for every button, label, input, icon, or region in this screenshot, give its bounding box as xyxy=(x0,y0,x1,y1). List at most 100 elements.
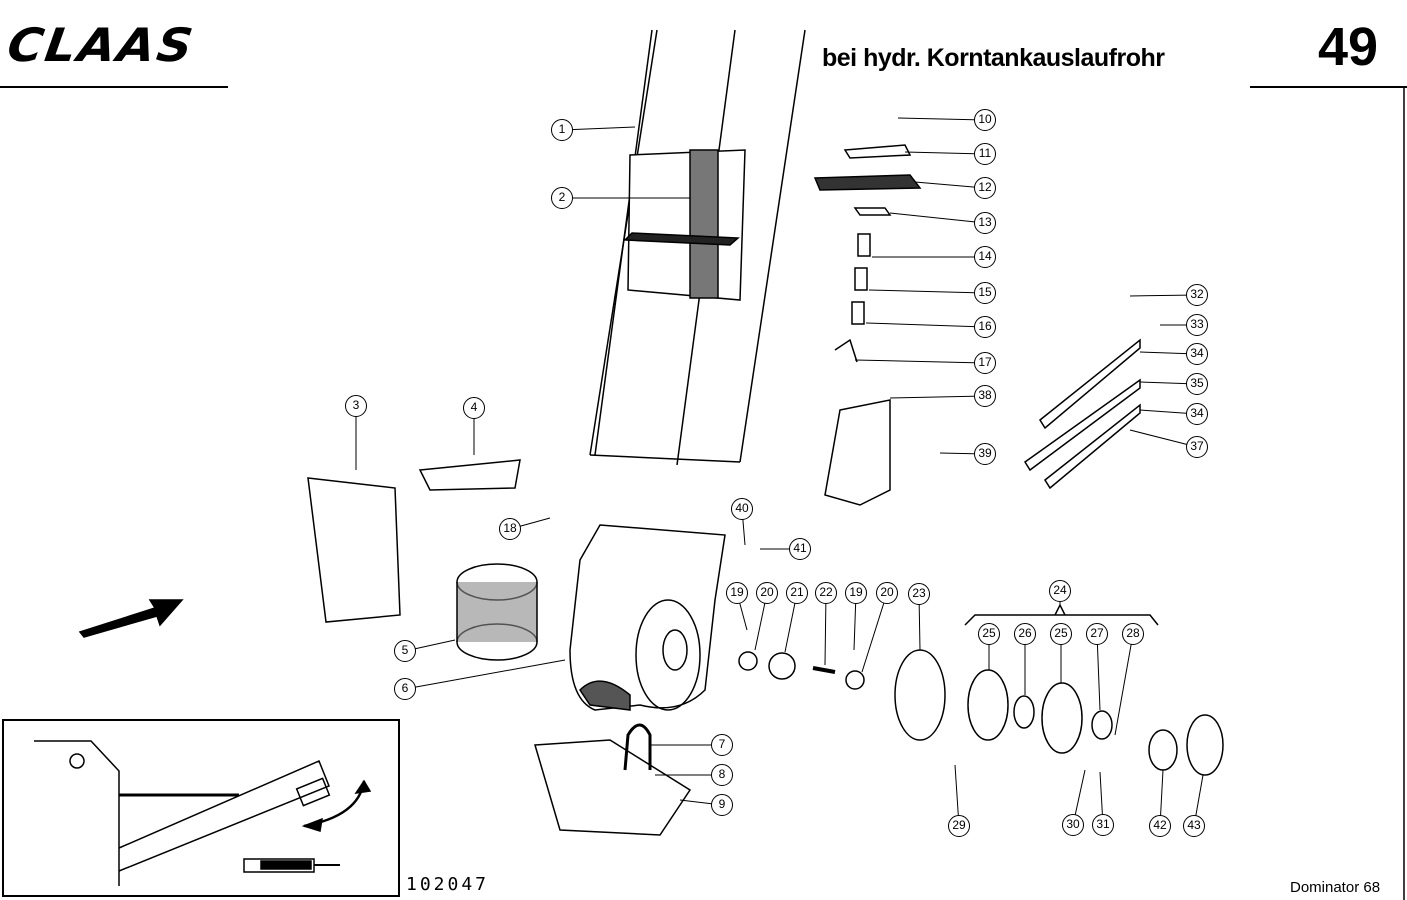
leader-line xyxy=(914,181,986,189)
inset-view-box xyxy=(2,719,400,897)
leader-line xyxy=(861,592,888,673)
part-callout: 25 xyxy=(978,623,1000,645)
cap-42 xyxy=(1148,729,1178,771)
flange-25b xyxy=(1041,682,1083,754)
page-title: bei hydr. Korntankauslaufrohr xyxy=(822,44,1165,72)
part-callout: 5 xyxy=(394,640,416,662)
part-callout: 20 xyxy=(756,582,778,604)
auger-tube xyxy=(589,29,806,466)
part-callout: 1 xyxy=(551,119,573,141)
bracket-24 xyxy=(964,603,1159,626)
direction-arrow-icon xyxy=(78,599,184,638)
part-callout: 7 xyxy=(711,734,733,756)
part-callout: 21 xyxy=(786,582,808,604)
leader-line xyxy=(1114,633,1134,736)
lower-trough xyxy=(534,739,692,836)
part-callout: 18 xyxy=(499,518,521,540)
hinge-14 xyxy=(857,233,871,257)
cover-43 xyxy=(1186,714,1224,776)
part-callout: 22 xyxy=(815,582,837,604)
part-callout: 29 xyxy=(948,815,970,837)
leader-line xyxy=(889,395,986,399)
part-callout: 24 xyxy=(1049,580,1071,602)
clip-17 xyxy=(834,338,858,363)
part-callout: 25 xyxy=(1050,623,1072,645)
part-callout: 41 xyxy=(789,538,811,560)
rails xyxy=(1023,338,1141,490)
part-callout: 16 xyxy=(974,316,996,338)
part-callout: 32 xyxy=(1186,284,1208,306)
part-callout: 42 xyxy=(1149,815,1171,837)
bearing-20b xyxy=(845,670,865,690)
outlet-housing xyxy=(569,524,726,711)
leader-line xyxy=(1129,294,1198,297)
model-label: Dominator 68 xyxy=(1290,879,1381,896)
bush-27 xyxy=(1091,710,1113,740)
leader-line xyxy=(904,151,986,155)
figure-number: 102047 xyxy=(406,874,490,895)
part-callout: 12 xyxy=(974,177,996,199)
plate-13 xyxy=(853,207,892,216)
part-callout: 10 xyxy=(974,109,996,131)
part-callout: 30 xyxy=(1062,814,1084,836)
plate-11 xyxy=(843,144,912,159)
u-bolt xyxy=(623,723,652,771)
leader-line xyxy=(404,659,566,690)
part-callout: 6 xyxy=(394,678,416,700)
leader-line xyxy=(561,126,636,131)
inset-diagram xyxy=(34,740,372,886)
part-callout: 9 xyxy=(711,794,733,816)
bearing-26 xyxy=(1013,695,1035,729)
bearing-20 xyxy=(738,651,758,671)
part-callout: 40 xyxy=(731,498,753,520)
part-callout: 11 xyxy=(974,143,996,165)
part-callout: 31 xyxy=(1092,814,1114,836)
part-callout: 37 xyxy=(1186,436,1208,458)
part-callout: 20 xyxy=(876,582,898,604)
flange-23 xyxy=(894,649,946,741)
part-callout: 33 xyxy=(1186,314,1208,336)
part-callout: 3 xyxy=(345,395,367,417)
part-callout: 14 xyxy=(974,246,996,268)
part-callout: 17 xyxy=(974,352,996,374)
rubber-flap xyxy=(307,477,401,623)
part-callout: 43 xyxy=(1183,815,1205,837)
leader-line xyxy=(1129,429,1198,448)
leader-line xyxy=(1096,633,1101,711)
shaft-22 xyxy=(812,666,836,674)
leader-line xyxy=(824,592,827,666)
part-callout: 19 xyxy=(845,582,867,604)
leader-line xyxy=(854,359,986,364)
leader-line xyxy=(889,212,986,224)
leader-line xyxy=(865,322,986,328)
band-ring xyxy=(456,563,538,661)
hinge-16 xyxy=(851,301,865,325)
plate-12 xyxy=(813,174,922,191)
part-callout: 13 xyxy=(974,212,996,234)
leader-line xyxy=(897,117,986,121)
leader-lines xyxy=(355,117,1204,827)
part-callout: 15 xyxy=(974,282,996,304)
header-rule-left xyxy=(0,86,228,88)
cover-plate xyxy=(824,399,891,506)
part-callout: 19 xyxy=(726,582,748,604)
part-callout: 28 xyxy=(1122,623,1144,645)
leader-line xyxy=(868,289,986,294)
sprocket-21 xyxy=(768,652,796,680)
part-callout: 39 xyxy=(974,443,996,465)
part-callout: 27 xyxy=(1086,623,1108,645)
part-callout: 34 xyxy=(1186,403,1208,425)
part-callout: 8 xyxy=(711,764,733,786)
flange-25 xyxy=(967,669,1009,741)
part-callout: 26 xyxy=(1014,623,1036,645)
part-callout: 38 xyxy=(974,385,996,407)
part-callout: 2 xyxy=(551,187,573,209)
guide-plate xyxy=(418,459,521,491)
part-callout: 35 xyxy=(1186,373,1208,395)
part-callout: 23 xyxy=(908,583,930,605)
part-callout: 4 xyxy=(463,397,485,419)
header-rule-right xyxy=(1250,86,1407,88)
hinge-15 xyxy=(854,267,868,291)
part-callout: 34 xyxy=(1186,343,1208,365)
